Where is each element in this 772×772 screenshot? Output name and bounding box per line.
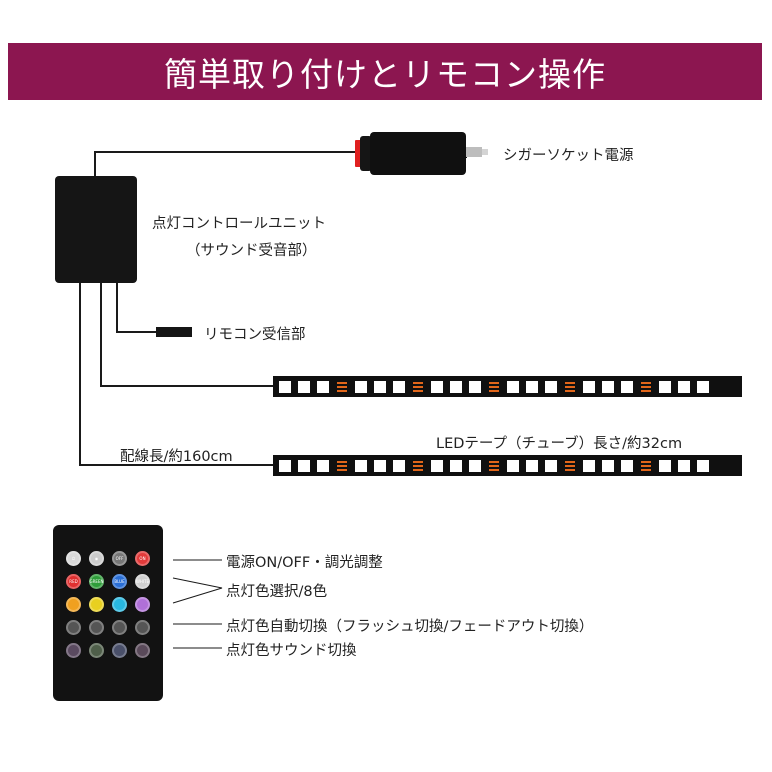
strip-segment [602, 380, 614, 393]
remote-button[interactable] [135, 620, 150, 635]
remote-button[interactable] [89, 597, 104, 612]
strip-segment [545, 459, 557, 472]
strip-segment [659, 459, 671, 472]
led-chip [640, 459, 652, 472]
strip-segment [469, 459, 481, 472]
remote-button[interactable] [66, 620, 81, 635]
led-chip [564, 459, 576, 472]
led-chip [336, 459, 348, 472]
remote-button[interactable] [89, 620, 104, 635]
remote-button[interactable] [135, 643, 150, 658]
remote-button[interactable]: WHITE [135, 574, 150, 589]
strip-segment [659, 380, 671, 393]
remote-button[interactable]: RED [66, 574, 81, 589]
strip-segment [526, 380, 538, 393]
strip-segment [431, 380, 443, 393]
remote-legend-color: 点灯色選択/8色 [226, 584, 328, 600]
strip-segment [298, 380, 310, 393]
cigar-socket-label: シガーソケット電源 [503, 148, 634, 164]
remote-button[interactable] [66, 597, 81, 612]
plug-tip [466, 147, 488, 157]
led-chip [412, 459, 424, 472]
cigar-plug [355, 132, 467, 175]
strip-segment [355, 380, 367, 393]
strip-segment [298, 459, 310, 472]
control-unit-sublabel: （サウンド受音部） [186, 243, 317, 259]
receiver-head [156, 327, 192, 337]
remote-legend-power: 電源ON/OFF・調光調整 [226, 555, 383, 571]
strip-segment [431, 459, 443, 472]
page-title: 簡単取り付けとリモコン操作 [8, 43, 762, 100]
remote-button[interactable] [135, 597, 150, 612]
tape-length-label: LEDテープ（チューブ）長さ/約32cm [436, 436, 683, 452]
strip-segment [621, 380, 633, 393]
remote-button[interactable]: BLUE [112, 574, 127, 589]
strip-segment [678, 380, 690, 393]
strip-segment [279, 459, 291, 472]
cable-length-label: 配線長/約160cm [120, 449, 233, 465]
remote-control: ⏻ ◉ OFF ON RED GREEN BLUE WHITE [53, 525, 163, 701]
strip-segment [450, 459, 462, 472]
remote-legend-sound: 点灯色サウンド切換 [226, 643, 357, 659]
remote-button[interactable] [89, 643, 104, 658]
remote-button[interactable] [112, 620, 127, 635]
led-chip [336, 380, 348, 393]
remote-button[interactable] [66, 643, 81, 658]
strip-segment [393, 459, 405, 472]
strip-segment [583, 459, 595, 472]
led-chip [640, 380, 652, 393]
strip-segment [374, 380, 386, 393]
strip-segment [545, 380, 557, 393]
strip-segment [602, 459, 614, 472]
strip-segment [697, 459, 709, 472]
remote-button[interactable]: ⏻ [66, 551, 81, 566]
remote-receiver-label: リモコン受信部 [204, 327, 306, 343]
strip-segment [697, 380, 709, 393]
remote-button[interactable]: OFF [112, 551, 127, 566]
strip-segment [317, 459, 329, 472]
strip-segment [507, 380, 519, 393]
strip-segment [469, 380, 481, 393]
strip-segment [583, 380, 595, 393]
strip-segment [317, 380, 329, 393]
remote-button[interactable] [112, 643, 127, 658]
strip-segment [678, 459, 690, 472]
led-strip-2 [273, 455, 742, 476]
strip-segment [374, 459, 386, 472]
strip-segment [355, 459, 367, 472]
remote-button[interactable]: ◉ [89, 551, 104, 566]
control-unit [55, 176, 137, 283]
led-chip [488, 380, 500, 393]
control-unit-label: 点灯コントロールユニット [152, 216, 326, 232]
remote-button[interactable]: ON [135, 551, 150, 566]
remote-button[interactable] [112, 597, 127, 612]
led-chip [564, 380, 576, 393]
strip-segment [621, 459, 633, 472]
strip-segment [450, 380, 462, 393]
strip-segment [393, 380, 405, 393]
led-chip [412, 380, 424, 393]
strip-segment [507, 459, 519, 472]
strip-segment [526, 459, 538, 472]
strip-segment [279, 380, 291, 393]
led-chip [488, 459, 500, 472]
remote-legend-auto: 点灯色自動切換（フラッシュ切換/フェードアウト切換） [226, 619, 594, 635]
led-strip-1 [273, 376, 742, 397]
remote-button[interactable]: GREEN [89, 574, 104, 589]
